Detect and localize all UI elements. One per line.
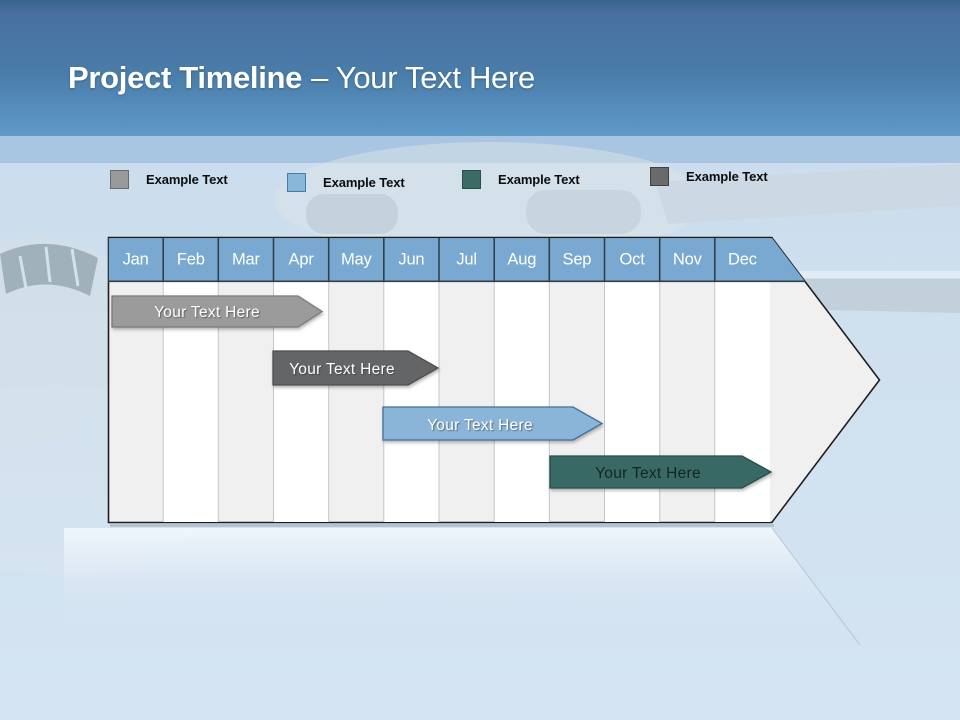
task-bar-3: Your Text Here: [382, 406, 604, 441]
month-label-sep: Sep: [563, 251, 592, 269]
month-label-oct: Oct: [620, 251, 646, 269]
month-labels: Jan Feb Mar Apr May Jun Jul Aug Sep Oct …: [123, 251, 757, 269]
month-label-dec: Dec: [728, 251, 757, 269]
task-bar-1-label: Your Text Here: [154, 304, 260, 321]
title-band: [0, 0, 960, 136]
airplane-window-frames: [18, 246, 80, 289]
month-label-mar: Mar: [232, 251, 261, 269]
task-bar-3-shape: [382, 406, 604, 441]
month-label-jun: Jun: [398, 251, 424, 269]
month-label-jan: Jan: [123, 251, 149, 269]
airplane-cockpit-windows: [0, 243, 98, 296]
month-label-aug: Aug: [507, 251, 536, 269]
legend-swatch-gray: [110, 170, 129, 189]
legend-label-1: Example Text: [146, 172, 228, 187]
timeline-table: Jan Feb Mar Apr May Jun Jul Aug Sep Oct …: [107, 236, 881, 527]
month-label-apr: Apr: [289, 251, 315, 269]
legend-item-1: Example Text: [110, 170, 228, 189]
task-bars: Your Text Here Your Text Here Your Text …: [111, 295, 773, 489]
slide-title-sub: – Your Text Here: [311, 60, 535, 95]
task-bar-3-label: Your Text Here: [427, 417, 533, 434]
airplane-engine-right: [526, 190, 641, 234]
month-header-gridlines: [108, 237, 806, 283]
task-bar-2-label: Your Text Here: [289, 361, 395, 378]
legend-swatch-blue: [287, 173, 306, 192]
legend-swatch-darkgray: [650, 167, 669, 186]
legend-label-4: Example Text: [686, 169, 768, 184]
task-bar-4-shape: [549, 455, 773, 489]
task-bar-1: Your Text Here: [111, 295, 324, 328]
legend-swatch-teal: [462, 170, 481, 189]
legend-label-2: Example Text: [323, 175, 405, 190]
slide-title-main: Project Timeline: [68, 60, 303, 95]
task-bar-4: Your Text Here: [549, 455, 773, 489]
task-bar-2-shape: [272, 350, 440, 386]
airplane-nose: [0, 237, 130, 453]
airplane-wing-highlight: [768, 271, 960, 278]
task-bar-4-label: Your Text Here: [595, 465, 701, 482]
airplane-wing-upper: [655, 164, 960, 224]
legend-item-2: Example Text: [287, 173, 405, 192]
task-bar-1-shape: [111, 295, 324, 328]
airplane-background-image: [0, 142, 960, 575]
month-label-nov: Nov: [673, 251, 703, 269]
month-label-feb: Feb: [177, 251, 205, 269]
task-bar-2: Your Text Here: [272, 350, 440, 386]
month-label-may: May: [341, 251, 373, 269]
timeline-reflection: [64, 527, 861, 646]
legend-label-3: Example Text: [498, 172, 580, 187]
legend-item-3: Example Text: [462, 170, 580, 189]
month-label-jul: Jul: [456, 251, 477, 269]
airplane-engine-left: [306, 194, 398, 234]
legend-item-4: Example Text: [650, 167, 768, 186]
slide-title: Project Timeline– Your Text Here: [68, 60, 535, 96]
month-header-row: [108, 238, 805, 282]
